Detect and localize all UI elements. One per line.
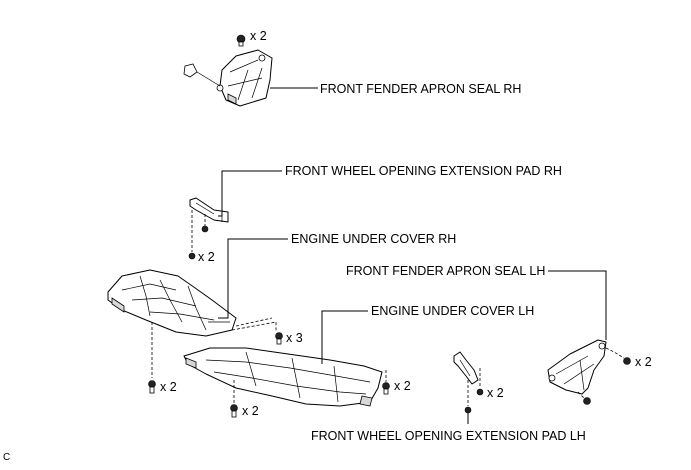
label-front-fender-apron-seal-lh: FRONT FENDER APRON SEAL LH — [346, 264, 546, 278]
apron-rh-clip-upper — [236, 34, 246, 47]
dash-apron-lh-clip — [605, 347, 625, 359]
leader-under-cover-rh — [218, 238, 288, 319]
center-bolt — [275, 332, 283, 345]
apron-lh-clip — [623, 357, 631, 365]
label-front-fender-apron-seal-rh: FRONT FENDER APRON SEAL RH — [320, 82, 522, 96]
front-fender-apron-seal-lh-part — [547, 339, 607, 395]
engine-under-cover-lh-part — [183, 347, 383, 407]
dash-apron-lh-lower — [577, 391, 585, 399]
dash-center-bolt-2 — [235, 317, 273, 327]
pad-lh-screw-lower — [464, 406, 472, 414]
front-fender-apron-seal-rh-part — [216, 49, 273, 107]
qty-cover-rh-bolt: x 2 — [160, 380, 177, 394]
front-wheel-opening-extension-pad-lh-part — [453, 351, 479, 385]
qty-apron-lh-clip: x 2 — [635, 355, 652, 369]
dash-center-bolt — [231, 321, 277, 332]
label-engine-under-cover-lh: ENGINE UNDER COVER LH — [371, 304, 535, 318]
qty-cover-lh-bolt-left: x 2 — [242, 404, 259, 418]
apron-lh-clip-lower — [583, 397, 591, 405]
cover-lh-bolt-left — [230, 404, 238, 418]
apron-rh-clip-left — [183, 63, 221, 87]
label-engine-under-cover-rh: ENGINE UNDER COVER RH — [291, 232, 457, 246]
engine-under-cover-rh-part — [107, 269, 237, 337]
leader-under-cover-lh — [321, 310, 368, 364]
leader-ext-pad-rh — [218, 170, 282, 217]
qty-pad-rh-screw: x 2 — [198, 250, 215, 264]
cover-lh-bolt-right — [382, 382, 390, 395]
figure-code: C — [3, 452, 11, 463]
leader-apron-seal-lh — [548, 270, 607, 340]
qty-center-bolt: x 3 — [286, 331, 303, 345]
label-front-wheel-opening-extension-pad-rh: FRONT WHEEL OPENING EXTENSION PAD RH — [285, 164, 562, 178]
pad-lh-screw — [476, 388, 484, 396]
qty-pad-lh-screw: x 2 — [487, 386, 504, 400]
pad-rh-screw — [201, 225, 209, 233]
label-front-wheel-opening-extension-pad-lh: FRONT WHEEL OPENING EXTENSION PAD LH — [311, 429, 586, 443]
pad-rh-screw-lower — [188, 252, 196, 260]
qty-apron-rh-clip: x 2 — [250, 29, 267, 43]
qty-cover-lh-bolt-right: x 2 — [394, 379, 411, 393]
cover-rh-bolt — [148, 380, 156, 394]
